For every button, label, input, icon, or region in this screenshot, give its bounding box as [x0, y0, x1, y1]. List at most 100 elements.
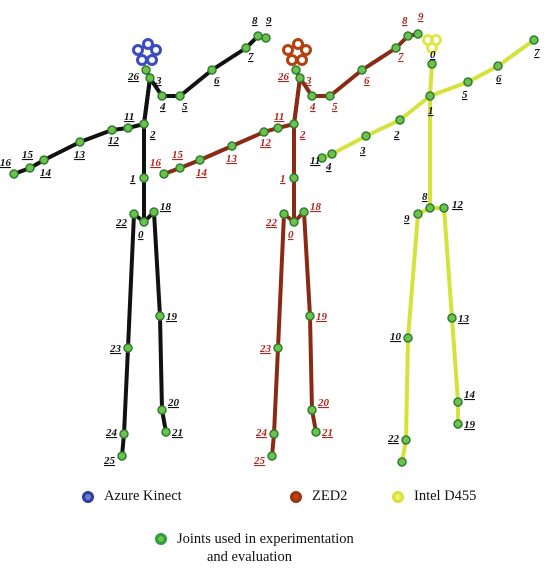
legend-label-joints-line1: Joints used in experimentation — [177, 531, 354, 547]
intel-d455-bone-1-5 — [428, 80, 470, 98]
azure-kinect-head-joint-3 — [136, 54, 148, 66]
intel-d455-joint-label-13: 13 — [458, 313, 470, 325]
intel-d455-joint-label-12: 12 — [452, 199, 464, 211]
azure-kinect-bone-3-2 — [142, 76, 152, 126]
azure-kinect-bone-23-24 — [122, 346, 130, 436]
azure-kinect-joint-15 — [25, 163, 35, 173]
azure-kinect-joint-11 — [123, 123, 133, 133]
azure-kinect-joint-5 — [175, 91, 185, 101]
legend-marker-intel-d455 — [392, 490, 404, 503]
intel-d455-bone-9-10 — [406, 212, 420, 340]
zed2-joint-4 — [307, 91, 317, 101]
azure-kinect-joint-label-5: 5 — [182, 101, 188, 113]
zed2-joint-12 — [259, 127, 269, 137]
intel-d455-joint-19 — [453, 419, 463, 429]
zed2-joint-25 — [267, 451, 277, 461]
zed2-head-joint-4 — [296, 54, 308, 66]
legend-item-intel-d455: Intel D455 — [392, 488, 476, 505]
zed2-joint-22 — [279, 209, 289, 219]
intel-d455-joint-label-5: 5 — [462, 89, 468, 101]
azure-kinect-joint-label-23: 23 — [109, 343, 122, 355]
legend-label-joints: Joints used in experimentation and evalu… — [177, 530, 354, 566]
intel-d455-bone-0-1 — [428, 62, 434, 98]
azure-kinect-joint-25 — [117, 451, 127, 461]
azure-kinect-head-joint-0 — [132, 44, 144, 56]
azure-kinect-bone-6-7 — [210, 46, 248, 72]
intel-d455-joint-9 — [413, 209, 423, 219]
azure-kinect-joint-7 — [241, 43, 251, 53]
azure-kinect-joint-19 — [155, 311, 165, 321]
azure-kinect-head-joint-1 — [142, 38, 154, 50]
zed2-bone-18-19 — [302, 210, 312, 318]
azure-kinect-bone-22-23 — [126, 212, 136, 350]
azure-kinect-joint-label-0: 0 — [138, 229, 144, 241]
zed2-bone-12-13 — [230, 130, 266, 148]
azure-kinect-joint-14 — [39, 155, 49, 165]
azure-kinect-joint-label-21: 21 — [171, 427, 183, 439]
intel-d455-joint-label-19: 19 — [464, 419, 476, 431]
azure-kinect-joint-label-22: 22 — [115, 217, 128, 229]
azure-kinect-bone-19-20 — [158, 314, 164, 412]
zed2-bone-23-24 — [272, 346, 280, 436]
intel-d455-joint-0 — [427, 59, 437, 69]
intel-d455-bone-13-14 — [450, 316, 460, 404]
legend-label-intel-d455: Intel D455 — [414, 488, 477, 504]
azure-kinect-head-joint-4 — [146, 54, 158, 66]
zed2-joint-label-12: 12 — [260, 137, 272, 149]
azure-kinect-joint-22 — [129, 209, 139, 219]
legend-item-joints: Joints used in experimentation and evalu… — [155, 530, 354, 566]
zed2-joint-8 — [403, 31, 413, 41]
zed2-joint-label-15: 15 — [172, 149, 184, 161]
zed2-joint-label-8: 8 — [402, 15, 408, 27]
intel-d455-joint-5 — [463, 77, 473, 87]
azure-kinect-head-joint-2 — [150, 44, 162, 56]
zed2-joint-label-11: 11 — [274, 111, 284, 123]
azure-kinect-joint-label-20: 20 — [167, 397, 180, 409]
legend-label-zed2: ZED2 — [312, 488, 348, 504]
azure-kinect-joint-23 — [123, 343, 133, 353]
azure-kinect-joint-12 — [107, 125, 117, 135]
legend-marker-azure-kinect — [82, 490, 94, 503]
zed2-joint-18 — [299, 207, 309, 217]
intel-d455-bone-2-3 — [364, 118, 402, 138]
azure-kinect-joint-3 — [145, 73, 155, 83]
zed2-joint-label-18: 18 — [310, 201, 322, 213]
azure-kinect-joint-26 — [141, 65, 151, 75]
intel-d455-joint-6 — [493, 61, 503, 71]
zed2-joint-label-20: 20 — [317, 397, 330, 409]
zed2-head-joint-2 — [300, 44, 312, 56]
intel-d455-joint-13 — [447, 313, 457, 323]
azure-kinect-joint-label-18: 18 — [160, 201, 172, 213]
intel-d455-joint-1 — [425, 91, 435, 101]
zed2-joint-24 — [269, 429, 279, 439]
azure-kinect-joint-label-9: 9 — [266, 15, 272, 27]
zed2-joint-16 — [159, 169, 169, 179]
zed2-joint-label-14: 14 — [196, 167, 208, 179]
zed2-joint-1 — [289, 173, 299, 183]
zed2-joint-label-22: 22 — [265, 217, 278, 229]
zed2-joint-label-24: 24 — [255, 427, 268, 439]
intel-d455-joint-label-1: 1 — [428, 105, 434, 117]
legend-label-joints-line2: and evaluation — [207, 549, 292, 565]
legend-item-azure-kinect: Azure Kinect — [82, 488, 182, 505]
intel-d455-joint-label-22: 22 — [387, 433, 400, 445]
azure-kinect-bone-12-13 — [78, 128, 114, 144]
intel-d455-joint-label-7: 7 — [534, 47, 540, 59]
zed2-joint-19 — [305, 311, 315, 321]
zed2-bone-5-6 — [328, 68, 364, 98]
zed2-joint-20 — [307, 405, 317, 415]
zed2-joint-label-9: 9 — [418, 11, 424, 23]
intel-d455-head-joint-2 — [426, 42, 438, 54]
legend-label-azure-kinect: Azure Kinect — [104, 488, 182, 504]
azure-kinect-bone-13-14 — [42, 140, 82, 162]
azure-kinect-joint-label-1: 1 — [130, 173, 136, 185]
intel-d455-joint-label-4: 4 — [325, 161, 332, 173]
azure-kinect-joint-8 — [253, 31, 263, 41]
zed2-joint-label-1: 1 — [280, 173, 286, 185]
azure-kinect-joint-label-2: 2 — [149, 129, 156, 141]
intel-d455-joint-12 — [439, 203, 449, 213]
zed2-joint-label-4: 4 — [309, 101, 316, 113]
zed2-joint-label-2: 2 — [299, 129, 306, 141]
intel-d455-joint-7 — [529, 35, 539, 45]
azure-kinect-joint-24 — [119, 429, 129, 439]
